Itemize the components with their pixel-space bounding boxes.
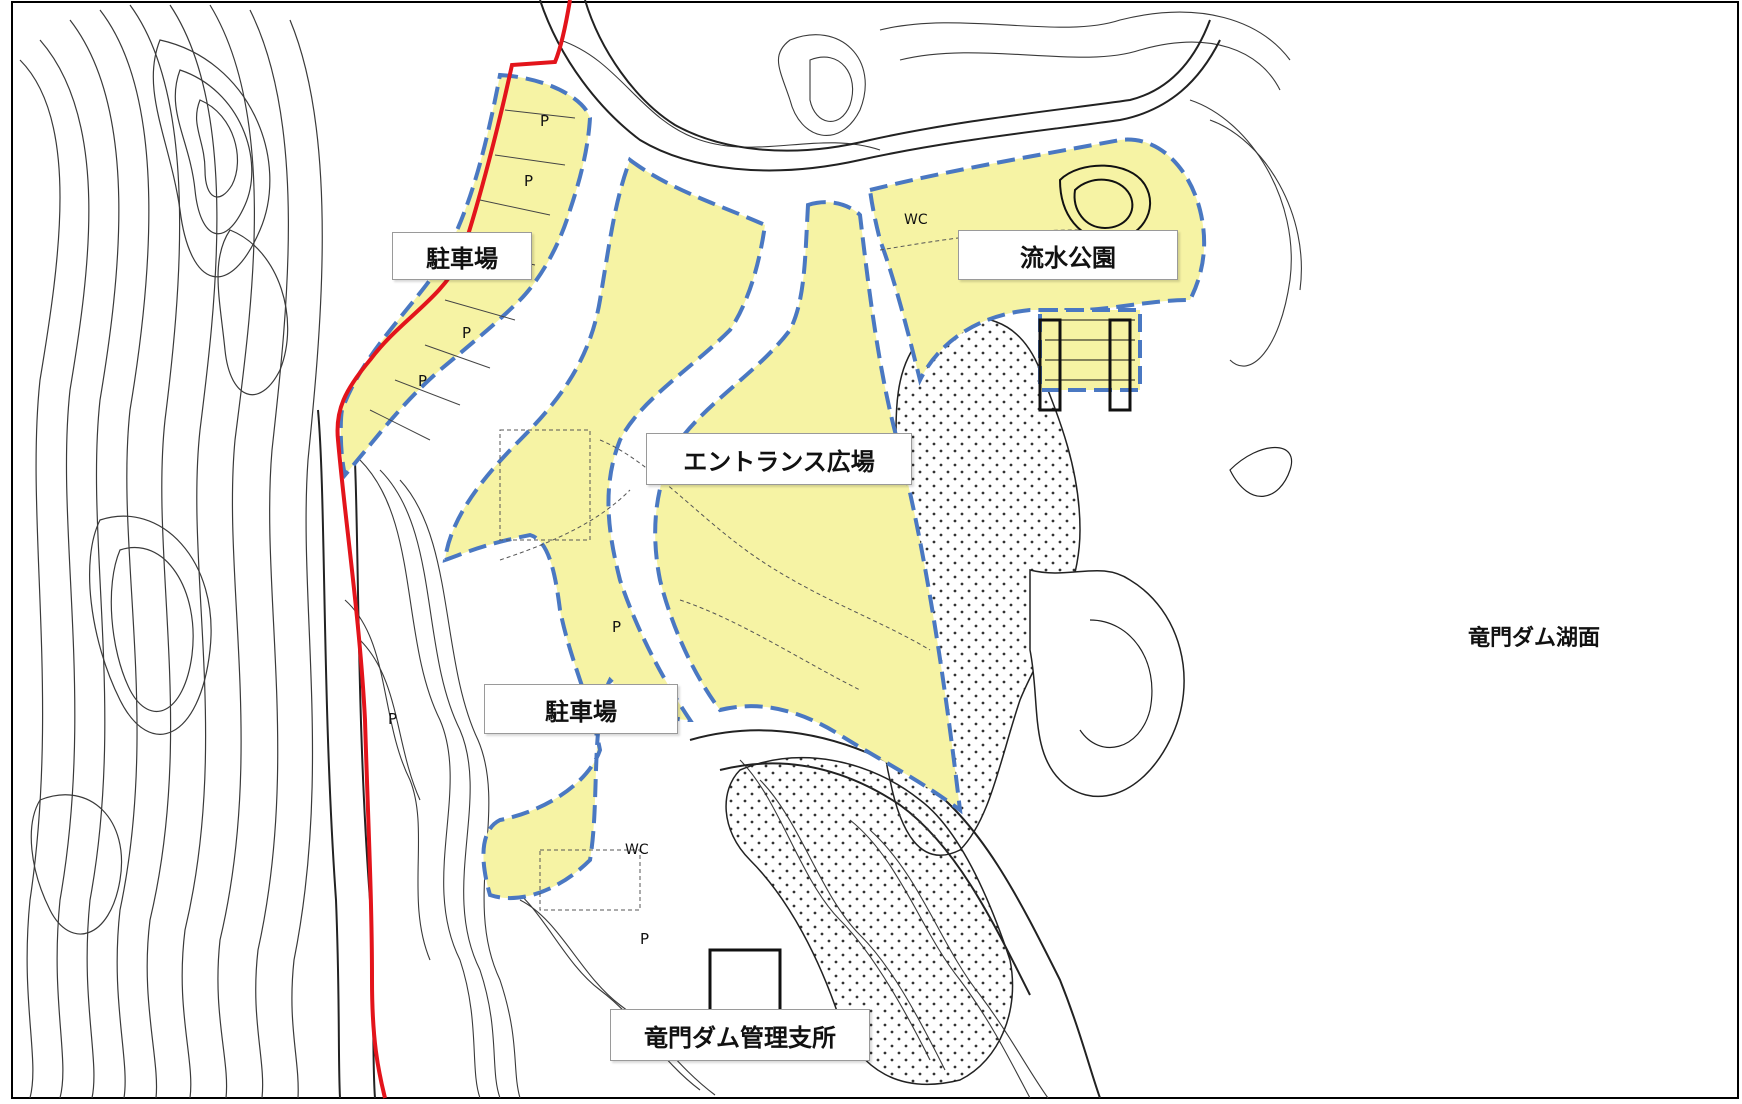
parking-icon: P: [612, 618, 622, 636]
label-entrance-plaza: エントランス広場: [646, 433, 912, 485]
toilet-icon: WC: [625, 842, 649, 858]
island-outline: [1029, 569, 1185, 798]
label-dam-office: 竜門ダム管理支所: [610, 1009, 870, 1061]
stream-park-deck: [1038, 308, 1142, 392]
parking-icon: P: [524, 172, 534, 190]
label-parking-north: 駐車場: [392, 232, 532, 280]
parking-icon: P: [418, 372, 428, 390]
embankment-dotted-south: [725, 757, 1014, 1085]
entrance-plaza-east-area: [653, 200, 963, 815]
parking-icon: P: [388, 710, 398, 728]
toilet-icon: WC: [904, 212, 928, 228]
contour-lines: [19, 4, 323, 1099]
entrance-plaza-west-area: [442, 156, 768, 901]
parking-icon: P: [640, 930, 650, 948]
islet-outline: [1229, 447, 1293, 497]
parking-icon: P: [540, 112, 550, 130]
parking-icon: P: [462, 324, 472, 342]
label-parking-south: 駐車場: [484, 684, 678, 734]
label-lake-surface: 竜門ダム湖面: [1468, 626, 1601, 651]
site-boundary-line: [335, 0, 572, 1099]
label-stream-park: 流水公園: [958, 230, 1178, 280]
